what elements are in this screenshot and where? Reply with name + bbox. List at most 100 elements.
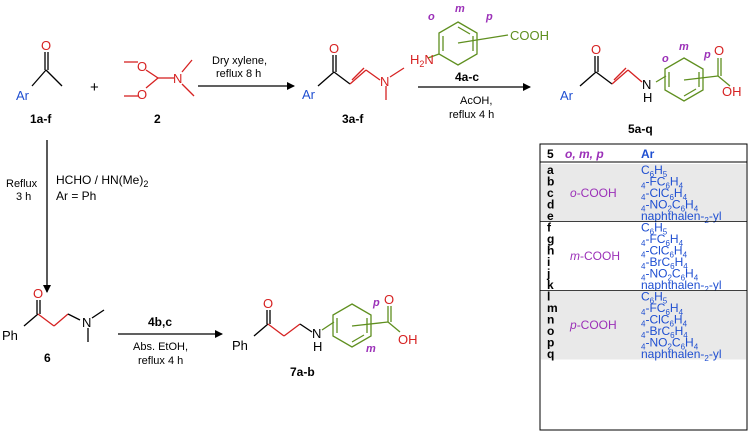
table-ar-0-0: C6H5 bbox=[641, 163, 668, 179]
table-ar-0-3: 4-NO2C6H4 bbox=[641, 198, 699, 214]
table-compound-id: l bbox=[547, 290, 550, 304]
amine-group: H2N bbox=[410, 52, 434, 69]
table-group-shade bbox=[541, 164, 746, 222]
table-ar-1-4: 4-NO2C6H4 bbox=[641, 267, 699, 283]
table-ar-1-3: 4-BrC6H4 bbox=[641, 255, 688, 271]
table-compound-id: a bbox=[547, 163, 554, 177]
meta-label: m bbox=[366, 343, 376, 355]
condition-step1-line2: reflux 8 h bbox=[216, 68, 261, 80]
hydroxyl-group: OH bbox=[398, 332, 418, 347]
nh-nitrogen: N bbox=[642, 77, 651, 92]
table-header-compound: 5 bbox=[547, 147, 554, 161]
table-compound-id: n bbox=[547, 313, 554, 327]
oxygen-atom: O bbox=[591, 42, 601, 57]
meta-label: m bbox=[455, 3, 465, 15]
table-ar-1-0: C6H5 bbox=[641, 221, 668, 237]
oxygen-atom: O bbox=[41, 38, 51, 53]
phenyl-group: Ph bbox=[232, 338, 248, 353]
table-compound-id: i bbox=[547, 255, 550, 269]
table-group-label: o-COOH bbox=[570, 186, 617, 200]
ortho-label: o bbox=[428, 11, 435, 23]
carboxyl-group: COOH bbox=[510, 28, 549, 43]
nitrogen-atom: N bbox=[380, 74, 389, 89]
oxygen-atom-bottom: O bbox=[137, 87, 147, 102]
compound-6-structure: O Ph N bbox=[2, 286, 105, 343]
ar-group: Ar bbox=[302, 87, 316, 102]
hydroxyl-group: OH bbox=[722, 84, 742, 99]
condition-ar-ph: Ar = Ph bbox=[56, 189, 96, 203]
condition-reflux: Reflux bbox=[6, 178, 38, 190]
acid-oxygen: O bbox=[714, 43, 724, 58]
condition-step2-line2: reflux 4 h bbox=[449, 109, 494, 121]
table-compound-id: k bbox=[547, 278, 554, 292]
table-ar-1-2: 4-ClC6H4 bbox=[641, 244, 688, 260]
table-compound-id: j bbox=[546, 267, 550, 281]
condition-step2-line1: AcOH, bbox=[460, 95, 492, 107]
table-frame bbox=[539, 143, 748, 431]
table-ar-2-2: 4-ClC6H4 bbox=[641, 313, 688, 329]
table-compound-id: m bbox=[547, 301, 558, 315]
compound-7-structure: O Ph N H O OH p m bbox=[232, 292, 418, 355]
table-ar-1-1: 4-FC6H4 bbox=[641, 232, 684, 248]
meta-label: m bbox=[679, 41, 689, 53]
table-group-label: m-COOH bbox=[570, 249, 620, 263]
table-ar-0-4: naphthalen-2-yl bbox=[641, 209, 722, 225]
table-header-position: o, m, p bbox=[565, 147, 604, 161]
plus-sign: + bbox=[90, 79, 99, 96]
table-ar-1-5: naphthalen-2-yl bbox=[641, 278, 722, 294]
ar-group: Ar bbox=[560, 88, 574, 103]
compound-label-2: 2 bbox=[154, 112, 161, 126]
oxygen-atom: O bbox=[33, 286, 43, 301]
table-group-label: p-COOH bbox=[569, 318, 617, 332]
oxygen-atom-top: O bbox=[137, 59, 147, 74]
compound-5-structure: O Ar N H O OH o m p bbox=[560, 41, 742, 105]
table-compound-id: b bbox=[547, 175, 554, 189]
table-header-ar: Ar bbox=[641, 147, 655, 161]
table-compound-id: q bbox=[547, 347, 554, 361]
compound-3-structure: O Ar N bbox=[302, 41, 405, 102]
table-compound-id: g bbox=[547, 232, 554, 246]
nh-nitrogen: N bbox=[312, 326, 321, 341]
nh-hydrogen: H bbox=[313, 339, 322, 354]
condition-step4-line1: Abs. EtOH, bbox=[133, 341, 188, 353]
compound-label-3: 3a-f bbox=[342, 112, 364, 126]
ar-group: Ar bbox=[16, 88, 30, 103]
table-ar-0-2: 4-ClC6H4 bbox=[641, 186, 688, 202]
table-compound-id: c bbox=[547, 186, 554, 200]
acid-oxygen: O bbox=[384, 292, 394, 307]
compound-2-structure: O O N bbox=[124, 59, 195, 102]
compound-label-4bc: 4b,c bbox=[148, 315, 172, 329]
condition-step1-line1: Dry xylene, bbox=[212, 55, 267, 67]
condition-reagents: HCHO / HN(Me)2 bbox=[56, 173, 148, 189]
table-ar-0-1: 4-FC6H4 bbox=[641, 175, 684, 191]
table-ar-2-4: 4-NO2C6H4 bbox=[641, 336, 699, 352]
para-label: p bbox=[703, 49, 711, 61]
compound-label-7: 7a-b bbox=[290, 365, 315, 379]
compound-1-structure: O Ar bbox=[16, 38, 63, 103]
table-ar-2-1: 4-FC6H4 bbox=[641, 301, 684, 317]
oxygen-atom: O bbox=[263, 296, 273, 311]
compound-label-1: 1a-f bbox=[30, 112, 52, 126]
table-compound-id: d bbox=[547, 198, 554, 212]
reagent-4-structure: H2N COOH o m p bbox=[410, 3, 549, 69]
condition-step4-line2: reflux 4 h bbox=[138, 355, 183, 367]
para-label: p bbox=[485, 11, 493, 23]
nitrogen-atom: N bbox=[173, 71, 182, 86]
condition-time: 3 h bbox=[16, 191, 31, 203]
table-compound-id: e bbox=[547, 209, 554, 223]
table-group-shade bbox=[541, 290, 746, 360]
compound-label-4: 4a-c bbox=[455, 70, 479, 84]
para-label: p bbox=[372, 297, 380, 309]
table-ar-2-5: naphthalen-2-yl bbox=[641, 347, 722, 363]
table-ar-2-3: 4-BrC6H4 bbox=[641, 324, 688, 340]
oxygen-atom: O bbox=[329, 41, 339, 56]
table-ar-2-0: C6H5 bbox=[641, 290, 668, 306]
compound-label-6: 6 bbox=[44, 351, 51, 365]
table-compound-id: h bbox=[547, 244, 554, 258]
table-compound-id: f bbox=[547, 221, 552, 235]
nitrogen-atom: N bbox=[82, 315, 91, 330]
table-compound-id: p bbox=[547, 336, 554, 350]
